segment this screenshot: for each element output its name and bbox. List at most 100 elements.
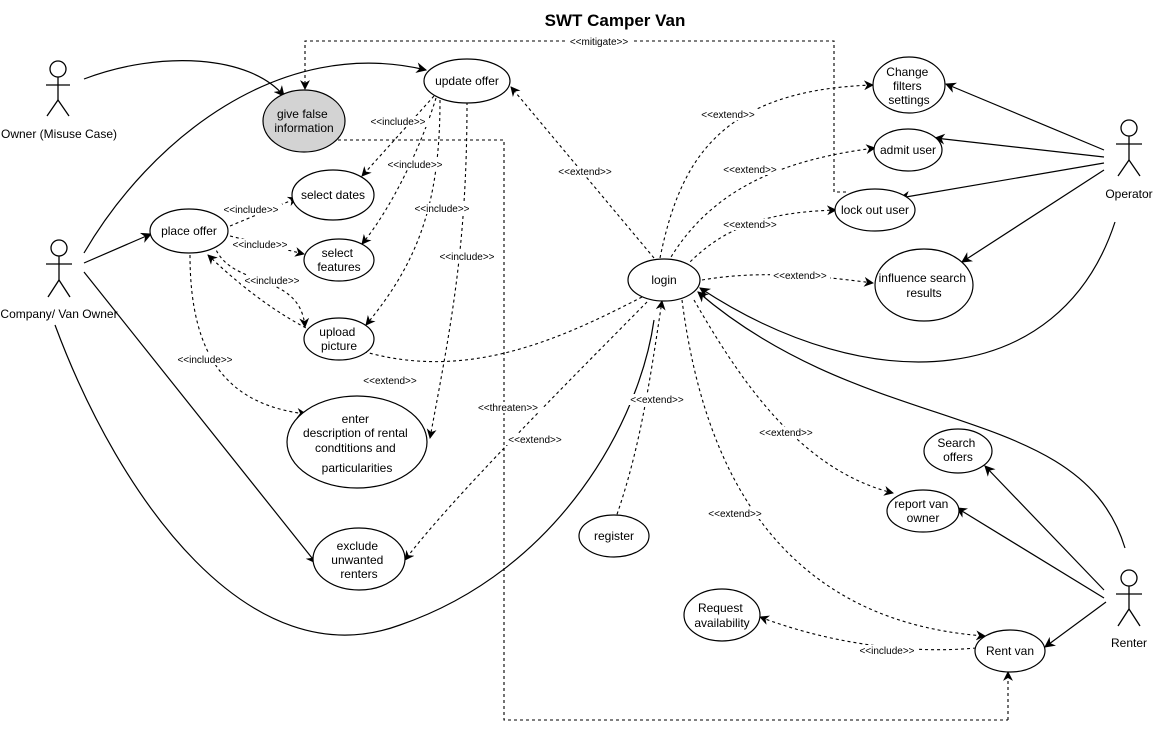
actor-company-owner bbox=[46, 239, 72, 298]
svg-text:login: login bbox=[651, 273, 676, 287]
svg-text:update offer: update offer bbox=[435, 74, 499, 88]
svg-text:admit user: admit user bbox=[880, 143, 936, 157]
svg-text:upload picture: upload picture bbox=[319, 325, 358, 353]
label-include-description: <<include>> bbox=[177, 355, 232, 366]
use-case-exclude-unwanted-renters: exclude unwanted renters bbox=[312, 527, 406, 591]
use-case-register: register bbox=[578, 514, 650, 558]
svg-text:select dates: select dates bbox=[301, 188, 365, 202]
assoc-company-place-offer bbox=[83, 232, 152, 264]
label-mitigate: <<mitigate>> bbox=[570, 37, 629, 48]
rel-extend-admit bbox=[667, 144, 876, 263]
label-include-upload: <<include>> bbox=[244, 276, 299, 287]
rel-extend-place bbox=[207, 254, 643, 363]
label-extend-admit: <<extend>> bbox=[723, 165, 777, 176]
label-extend-place: <<extend>> bbox=[363, 376, 417, 387]
use-case-give-false-information: give false information bbox=[262, 89, 346, 153]
use-case-search-offers: Search offers bbox=[923, 428, 993, 474]
rel-update-include-features bbox=[361, 97, 437, 245]
use-case-place-offer: place offer bbox=[149, 208, 229, 254]
assoc-company-exclude bbox=[83, 271, 317, 564]
use-case-report-van-owner: report van owner bbox=[886, 489, 960, 533]
label-include-update-description: <<include>> bbox=[439, 252, 494, 263]
rel-include-description bbox=[189, 254, 307, 418]
assoc-operator-change-filters bbox=[945, 82, 1105, 151]
svg-text:enter description of ren: enter description of rental condtitions … bbox=[303, 412, 411, 475]
rel-extend-change-filters bbox=[659, 80, 874, 259]
rel-mitigate bbox=[300, 40, 846, 193]
svg-text:Change filters set: Change filters settings bbox=[886, 65, 931, 107]
use-case-enter-description: enter description of rental condtitions … bbox=[286, 395, 428, 489]
label-include-features: <<include>> bbox=[232, 240, 287, 251]
use-case-rent-van: Rent van bbox=[974, 629, 1046, 673]
assoc-renter-rent bbox=[1044, 601, 1107, 648]
use-case-select-dates: select dates bbox=[291, 169, 375, 221]
rel-extend-update bbox=[510, 86, 655, 259]
label-extend-update: <<extend>> bbox=[558, 167, 612, 178]
assoc-renter-search bbox=[984, 465, 1105, 591]
use-case-upload-picture: upload picture bbox=[303, 317, 375, 361]
label-include-update-dates: <<include>> bbox=[370, 117, 425, 128]
associations bbox=[54, 60, 1126, 648]
assoc-renter-login bbox=[697, 291, 1126, 549]
use-case-lock-out-user: lock out user bbox=[834, 188, 916, 232]
use-case-request-availability: Request availability bbox=[683, 588, 761, 642]
svg-text:exclude unwanted r: exclude unwanted renters bbox=[331, 539, 386, 581]
assoc-operator-lockout bbox=[898, 162, 1105, 202]
rel-extend-lockout bbox=[685, 205, 837, 267]
label-include-request: <<include>> bbox=[859, 646, 914, 657]
svg-text:influence search results: influence search results bbox=[879, 271, 970, 300]
label-extend-rent: <<extend>> bbox=[708, 509, 762, 520]
assoc-operator-admit bbox=[933, 133, 1105, 158]
actor-operator bbox=[1116, 119, 1142, 177]
assoc-owner-give-false bbox=[83, 60, 285, 97]
rel-update-include-description bbox=[426, 101, 468, 439]
svg-text:register: register bbox=[594, 529, 634, 543]
assoc-company-update-offer bbox=[83, 62, 428, 254]
diagram-title: SWT Camper Van bbox=[545, 11, 686, 30]
assoc-renter-report bbox=[956, 507, 1105, 599]
rel-extend-register bbox=[614, 300, 666, 521]
use-case-change-filters-settings: Change filters settings bbox=[872, 56, 946, 114]
label-include-update-upload: <<include>> bbox=[414, 204, 469, 215]
svg-text:give false information: give false information bbox=[274, 107, 333, 135]
rel-include-request bbox=[759, 615, 977, 651]
rel-extend-exclude bbox=[404, 301, 648, 561]
label-include-dates: <<include>> bbox=[223, 205, 278, 216]
svg-text:lock out user: lock out user bbox=[841, 203, 909, 217]
use-case-update-offer: update offer bbox=[423, 58, 511, 104]
svg-text:place offer: place offer bbox=[161, 224, 217, 238]
svg-text:report van owner: report van owner bbox=[894, 497, 951, 525]
svg-text:select features: select features bbox=[317, 246, 360, 274]
use-case-influence-search-results: influence search results bbox=[874, 248, 974, 322]
label-include-update-features: <<include>> bbox=[387, 160, 442, 171]
svg-text:Rent van: Rent van bbox=[986, 644, 1034, 658]
use-case-login: login bbox=[627, 258, 701, 302]
label-extend-change-filters: <<extend>> bbox=[701, 110, 755, 121]
actor-label-operator: Operator bbox=[1105, 187, 1152, 201]
rel-extend-influence bbox=[701, 274, 874, 287]
rel-update-include-upload bbox=[365, 99, 441, 326]
assoc-operator-login bbox=[699, 221, 1116, 363]
label-extend-register: <<extend>> bbox=[630, 395, 684, 406]
label-threaten: <<threaten>> bbox=[478, 403, 538, 414]
assoc-company-login bbox=[54, 319, 655, 636]
relation-labels: <<mitigate>> <<include>> <<include>> <<i… bbox=[174, 35, 918, 657]
rel-extend-report bbox=[693, 299, 894, 496]
actor-label-company-owner: Company/ Van Owner bbox=[0, 307, 117, 321]
svg-text:Search offers: Search offers bbox=[937, 436, 978, 464]
svg-text:Request availability: Request availability bbox=[694, 601, 749, 630]
actor-label-owner-misuse: Owner (Misuse Case) bbox=[1, 127, 117, 141]
label-extend-exclude: <<extend>> bbox=[508, 435, 562, 446]
actor-label-renter: Renter bbox=[1111, 636, 1147, 650]
use-case-select-features: select features bbox=[303, 238, 375, 282]
actor-renter bbox=[1116, 569, 1142, 627]
label-extend-lockout: <<extend>> bbox=[723, 220, 777, 231]
label-extend-report: <<extend>> bbox=[759, 428, 813, 439]
actor-owner-misuse bbox=[46, 60, 70, 117]
rel-threaten-line bbox=[332, 139, 1008, 721]
assoc-operator-influence bbox=[961, 169, 1105, 263]
label-extend-influence: <<extend>> bbox=[773, 271, 827, 282]
use-case-admit-user: admit user bbox=[873, 128, 943, 172]
